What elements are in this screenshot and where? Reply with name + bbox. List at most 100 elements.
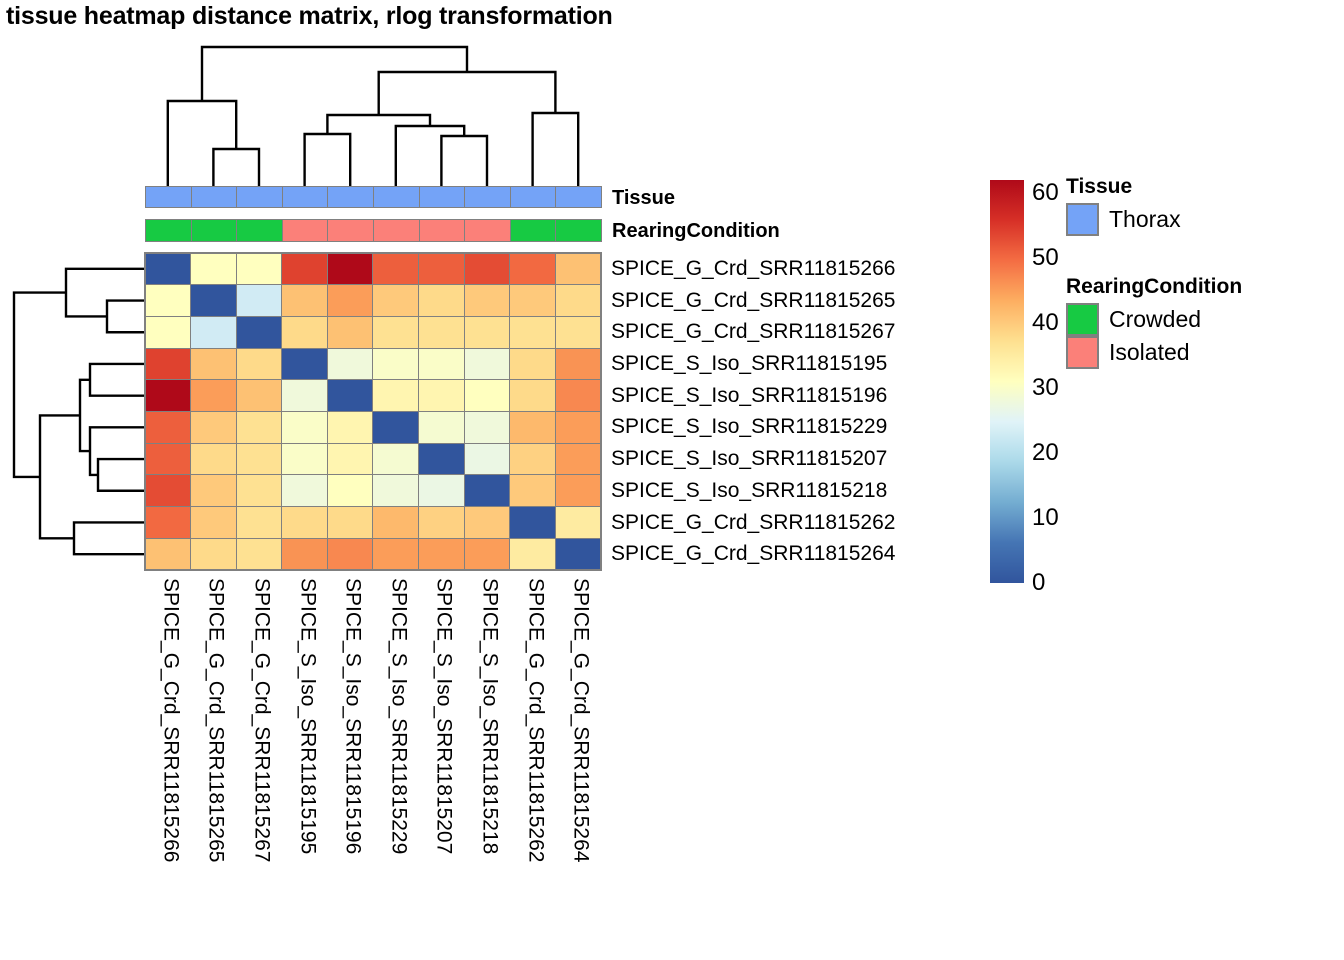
heatmap-cell[interactable] bbox=[281, 347, 328, 381]
heatmap-cell[interactable] bbox=[418, 474, 465, 507]
tissue-annotation-cell[interactable] bbox=[464, 186, 511, 208]
heatmap-cell[interactable] bbox=[235, 442, 283, 476]
heatmap-cell[interactable] bbox=[326, 410, 374, 444]
heatmap-cell[interactable] bbox=[509, 442, 556, 476]
heatmap-cell[interactable] bbox=[190, 284, 237, 317]
heatmap-cell[interactable] bbox=[326, 379, 374, 412]
heatmap-cell[interactable] bbox=[463, 506, 511, 539]
heatmap-cell[interactable] bbox=[144, 442, 192, 476]
heatmap-cell[interactable] bbox=[235, 347, 283, 381]
heatmap-cell[interactable] bbox=[463, 474, 511, 507]
heatmap-cell[interactable] bbox=[509, 506, 556, 539]
heatmap-cell[interactable] bbox=[326, 506, 374, 539]
heatmap-cell[interactable] bbox=[418, 506, 465, 539]
heatmap-cell[interactable] bbox=[509, 537, 556, 571]
heatmap-cell[interactable] bbox=[509, 315, 556, 349]
heatmap-cell[interactable] bbox=[554, 252, 602, 286]
rearing-annotation-cell[interactable] bbox=[236, 219, 283, 242]
heatmap-cell[interactable] bbox=[281, 506, 328, 539]
heatmap-cell[interactable] bbox=[418, 537, 465, 571]
heatmap-cell[interactable] bbox=[190, 315, 237, 349]
legend-item-thorax[interactable]: Thorax bbox=[1066, 203, 1181, 236]
tissue-annotation-cell[interactable] bbox=[509, 186, 557, 208]
heatmap-cell[interactable] bbox=[372, 379, 420, 412]
heatmap-cell[interactable] bbox=[418, 379, 465, 412]
heatmap-cell[interactable] bbox=[509, 284, 556, 317]
rearing-annotation-cell[interactable] bbox=[190, 219, 238, 242]
heatmap-cell[interactable] bbox=[144, 252, 192, 286]
heatmap-cell[interactable] bbox=[372, 252, 420, 286]
heatmap-matrix[interactable] bbox=[144, 252, 602, 571]
heatmap-cell[interactable] bbox=[235, 474, 283, 507]
heatmap-cell[interactable] bbox=[372, 315, 420, 349]
heatmap-cell[interactable] bbox=[554, 347, 602, 381]
heatmap-cell[interactable] bbox=[372, 347, 420, 381]
heatmap-cell[interactable] bbox=[281, 315, 328, 349]
heatmap-cell[interactable] bbox=[463, 315, 511, 349]
heatmap-cell[interactable] bbox=[144, 284, 192, 317]
rearing-annotation-cell[interactable] bbox=[509, 219, 557, 242]
heatmap-cell[interactable] bbox=[144, 347, 192, 381]
heatmap-cell[interactable] bbox=[235, 506, 283, 539]
heatmap-cell[interactable] bbox=[418, 347, 465, 381]
heatmap-cell[interactable] bbox=[463, 347, 511, 381]
heatmap-cell[interactable] bbox=[190, 442, 237, 476]
heatmap-cell[interactable] bbox=[190, 347, 237, 381]
heatmap-cell[interactable] bbox=[372, 474, 420, 507]
heatmap-cell[interactable] bbox=[281, 379, 328, 412]
heatmap-cell[interactable] bbox=[372, 410, 420, 444]
heatmap-cell[interactable] bbox=[463, 379, 511, 412]
heatmap-cell[interactable] bbox=[235, 410, 283, 444]
legend-item-crowded[interactable]: Crowded bbox=[1066, 303, 1242, 336]
heatmap-cell[interactable] bbox=[509, 379, 556, 412]
heatmap-cell[interactable] bbox=[418, 252, 465, 286]
heatmap-cell[interactable] bbox=[326, 442, 374, 476]
heatmap-cell[interactable] bbox=[509, 474, 556, 507]
rearing-annotation-cell[interactable] bbox=[145, 219, 192, 242]
heatmap-cell[interactable] bbox=[144, 410, 192, 444]
heatmap-cell[interactable] bbox=[509, 252, 556, 286]
heatmap-cell[interactable] bbox=[190, 410, 237, 444]
heatmap-cell[interactable] bbox=[418, 284, 465, 317]
heatmap-cell[interactable] bbox=[190, 252, 237, 286]
tissue-annotation-cell[interactable] bbox=[145, 186, 192, 208]
heatmap-cell[interactable] bbox=[144, 506, 192, 539]
heatmap-cell[interactable] bbox=[281, 252, 328, 286]
heatmap-cell[interactable] bbox=[554, 474, 602, 507]
heatmap-cell[interactable] bbox=[235, 252, 283, 286]
heatmap-cell[interactable] bbox=[190, 474, 237, 507]
tissue-annotation-cell[interactable] bbox=[555, 186, 602, 208]
heatmap-cell[interactable] bbox=[509, 347, 556, 381]
tissue-annotation-cell[interactable] bbox=[190, 186, 238, 208]
rearing-annotation-cell[interactable] bbox=[464, 219, 511, 242]
heatmap-cell[interactable] bbox=[144, 537, 192, 571]
heatmap-cell[interactable] bbox=[372, 537, 420, 571]
heatmap-cell[interactable] bbox=[554, 506, 602, 539]
heatmap-cell[interactable] bbox=[418, 410, 465, 444]
heatmap-cell[interactable] bbox=[463, 537, 511, 571]
heatmap-cell[interactable] bbox=[326, 537, 374, 571]
heatmap-cell[interactable] bbox=[463, 284, 511, 317]
heatmap-cell[interactable] bbox=[554, 537, 602, 571]
heatmap-cell[interactable] bbox=[463, 252, 511, 286]
rearing-annotation-cell[interactable] bbox=[418, 219, 466, 242]
tissue-annotation-cell[interactable] bbox=[418, 186, 466, 208]
tissue-annotation-cell[interactable] bbox=[236, 186, 283, 208]
heatmap-cell[interactable] bbox=[281, 442, 328, 476]
rearing-annotation-cell[interactable] bbox=[281, 219, 329, 242]
heatmap-cell[interactable] bbox=[190, 537, 237, 571]
heatmap-cell[interactable] bbox=[235, 537, 283, 571]
tissue-annotation-cell[interactable] bbox=[327, 186, 374, 208]
heatmap-cell[interactable] bbox=[418, 315, 465, 349]
rearing-annotation-cell[interactable] bbox=[372, 219, 420, 242]
heatmap-cell[interactable] bbox=[372, 506, 420, 539]
legend-item-isolated[interactable]: Isolated bbox=[1066, 336, 1242, 369]
heatmap-cell[interactable] bbox=[554, 410, 602, 444]
heatmap-cell[interactable] bbox=[554, 379, 602, 412]
heatmap-cell[interactable] bbox=[144, 474, 192, 507]
heatmap-cell[interactable] bbox=[235, 315, 283, 349]
heatmap-cell[interactable] bbox=[326, 315, 374, 349]
heatmap-cell[interactable] bbox=[554, 284, 602, 317]
heatmap-cell[interactable] bbox=[281, 537, 328, 571]
heatmap-cell[interactable] bbox=[144, 379, 192, 412]
